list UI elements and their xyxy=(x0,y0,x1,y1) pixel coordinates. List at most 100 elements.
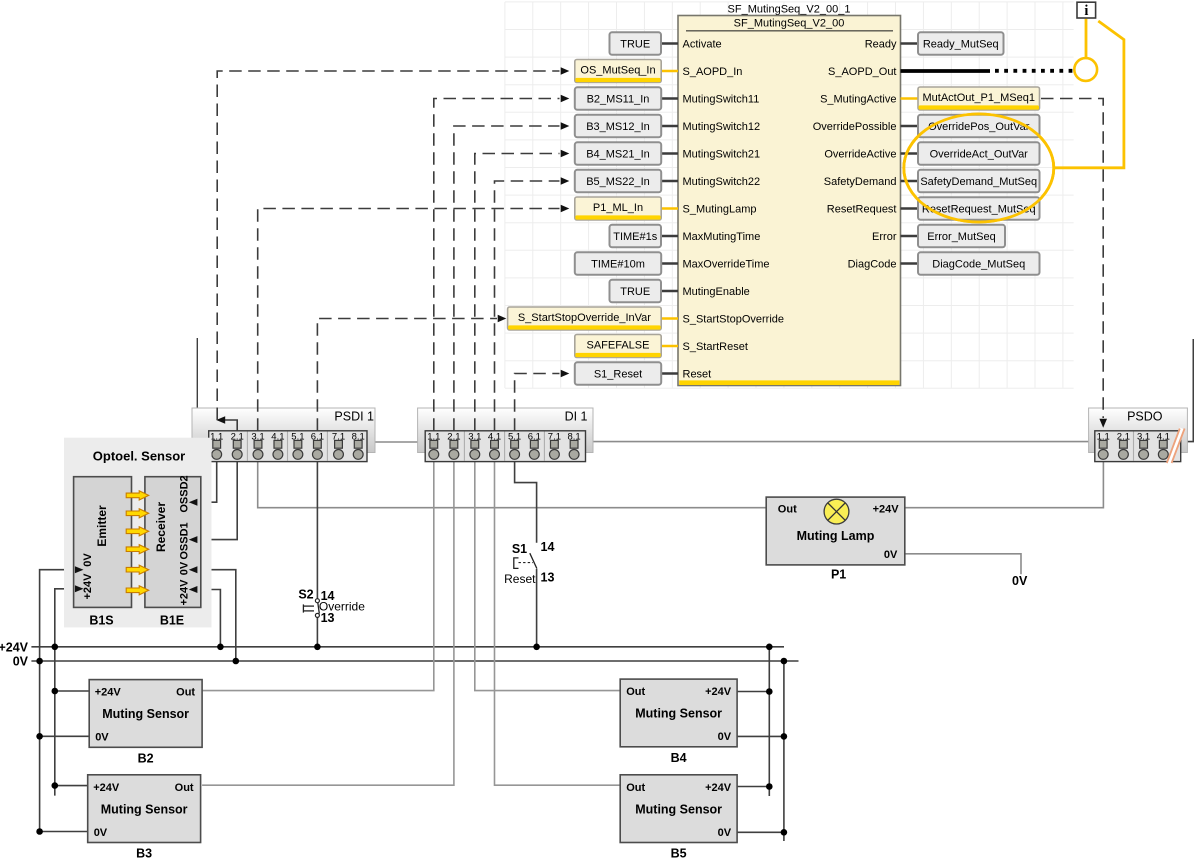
svg-text:2.1: 2.1 xyxy=(231,431,244,442)
svg-text:Emitter: Emitter xyxy=(95,505,109,547)
svg-text:B1E: B1E xyxy=(160,614,184,628)
svg-text:+24V: +24V xyxy=(873,503,900,515)
svg-text:14: 14 xyxy=(321,589,335,603)
svg-text:Out: Out xyxy=(626,782,645,794)
svg-text:Out: Out xyxy=(626,686,645,698)
svg-text:Out: Out xyxy=(778,503,797,515)
svg-text:14: 14 xyxy=(541,540,555,554)
svg-text:+24V: +24V xyxy=(82,573,94,600)
svg-text:S_MutingLamp: S_MutingLamp xyxy=(683,204,757,216)
svg-text:1.1: 1.1 xyxy=(210,431,223,442)
svg-text:+24V: +24V xyxy=(95,687,122,699)
svg-text:Muting Sensor: Muting Sensor xyxy=(635,707,722,721)
svg-text:5.1: 5.1 xyxy=(291,431,304,442)
svg-text:B3: B3 xyxy=(136,847,152,859)
svg-text:0V: 0V xyxy=(179,561,191,575)
svg-text:Activate: Activate xyxy=(683,39,722,51)
svg-text:Reset: Reset xyxy=(504,572,536,586)
svg-text:MaxOverrideTime: MaxOverrideTime xyxy=(683,259,770,271)
svg-text:0V: 0V xyxy=(718,731,732,743)
svg-text:2.1: 2.1 xyxy=(447,431,460,442)
svg-text:3.1: 3.1 xyxy=(251,431,264,442)
svg-text:7.1: 7.1 xyxy=(332,431,345,442)
svg-text:Receiver: Receiver xyxy=(154,502,168,552)
svg-text:TRUE: TRUE xyxy=(620,39,650,51)
svg-text:PSDI 1: PSDI 1 xyxy=(334,410,374,424)
svg-text:DI 1: DI 1 xyxy=(565,410,588,424)
svg-text:2.1: 2.1 xyxy=(1117,431,1130,442)
svg-text:B4: B4 xyxy=(671,751,687,765)
svg-text:13: 13 xyxy=(321,611,335,625)
svg-text:Muting Lamp: Muting Lamp xyxy=(797,529,875,543)
svg-text:3.1: 3.1 xyxy=(468,431,481,442)
svg-text:0V: 0V xyxy=(884,549,898,561)
svg-text:B5: B5 xyxy=(671,847,687,859)
svg-text:B2: B2 xyxy=(138,751,154,765)
svg-text:S1_Reset: S1_Reset xyxy=(594,369,642,381)
svg-text:SF_MutingSeq_V2_00: SF_MutingSeq_V2_00 xyxy=(734,18,845,30)
svg-text:6.1: 6.1 xyxy=(528,431,541,442)
svg-text:4.1: 4.1 xyxy=(1157,431,1170,442)
svg-text:3.1: 3.1 xyxy=(1137,431,1150,442)
svg-text:ResetRequest: ResetRequest xyxy=(827,204,897,216)
svg-text:MutActOut_P1_MSeq1: MutActOut_P1_MSeq1 xyxy=(922,92,1035,104)
svg-text:+24V: +24V xyxy=(179,579,191,606)
svg-text:S_StartReset: S_StartReset xyxy=(683,341,748,353)
svg-text:Ready: Ready xyxy=(865,39,897,51)
svg-text:OverrideActive: OverrideActive xyxy=(824,149,896,161)
svg-text:S1: S1 xyxy=(512,542,527,556)
svg-text:S_AOPD_Out: S_AOPD_Out xyxy=(828,66,896,78)
svg-text:0V: 0V xyxy=(718,827,732,839)
svg-text:Out: Out xyxy=(175,782,194,794)
svg-text:+24V: +24V xyxy=(705,686,732,698)
svg-text:8.1: 8.1 xyxy=(352,431,365,442)
svg-text:1.1: 1.1 xyxy=(1097,431,1110,442)
svg-text:TIME#10m: TIME#10m xyxy=(591,259,645,271)
svg-text:OSSD2: OSSD2 xyxy=(179,475,191,512)
svg-text:Reset: Reset xyxy=(683,369,712,381)
svg-text:0V: 0V xyxy=(13,655,29,669)
svg-text:B5_MS22_In: B5_MS22_In xyxy=(586,176,650,188)
svg-text:MaxMutingTime: MaxMutingTime xyxy=(683,231,761,243)
svg-text:MutingEnable: MutingEnable xyxy=(683,286,750,298)
svg-text:Muting Sensor: Muting Sensor xyxy=(635,802,722,816)
svg-text:DiagCode_MutSeq: DiagCode_MutSeq xyxy=(932,259,1025,271)
svg-text:Error_MutSeq: Error_MutSeq xyxy=(927,231,995,243)
svg-text:Override: Override xyxy=(319,599,365,613)
svg-text:0V: 0V xyxy=(95,732,109,744)
svg-text:0V: 0V xyxy=(94,827,108,839)
svg-text:Error: Error xyxy=(872,231,897,243)
svg-text:S_StartStopOverride: S_StartStopOverride xyxy=(683,314,785,326)
svg-text:SafetyDemand: SafetyDemand xyxy=(824,176,897,188)
svg-text:TRUE: TRUE xyxy=(620,286,650,298)
svg-text:OverridePos_OutVar: OverridePos_OutVar xyxy=(928,121,1030,133)
svg-text:Muting Sensor: Muting Sensor xyxy=(101,802,188,816)
svg-text:OverrideAct_OutVar: OverrideAct_OutVar xyxy=(930,149,1029,161)
svg-text:Ready_MutSeq: Ready_MutSeq xyxy=(923,39,999,51)
svg-text:4.1: 4.1 xyxy=(488,431,501,442)
svg-text:+24V: +24V xyxy=(93,782,120,794)
svg-text:Out: Out xyxy=(176,687,195,699)
svg-text:PSDO: PSDO xyxy=(1127,410,1163,424)
svg-text:0V: 0V xyxy=(1012,574,1028,588)
svg-text:i: i xyxy=(1084,3,1088,19)
svg-text:+24V: +24V xyxy=(0,640,29,654)
svg-text:4.1: 4.1 xyxy=(271,431,284,442)
svg-text:ResetRequest_MutSeq: ResetRequest_MutSeq xyxy=(922,204,1036,216)
svg-text:5.1: 5.1 xyxy=(508,431,521,442)
svg-text:SAFEFALSE: SAFEFALSE xyxy=(587,340,650,352)
svg-text:OverridePossible: OverridePossible xyxy=(813,121,897,133)
svg-text:8.1: 8.1 xyxy=(567,431,580,442)
svg-text:+24V: +24V xyxy=(705,782,732,794)
svg-text:P1_ML_In: P1_ML_In xyxy=(593,202,643,214)
svg-text:SafetyDemand_MutSeq: SafetyDemand_MutSeq xyxy=(920,176,1037,188)
svg-text:S_MutingActive: S_MutingActive xyxy=(820,94,896,106)
svg-text:TIME#1s: TIME#1s xyxy=(613,231,658,243)
svg-text:MutingSwitch21: MutingSwitch21 xyxy=(683,149,761,161)
svg-text:OS_MutSeq_In: OS_MutSeq_In xyxy=(580,65,655,77)
svg-text:OSSD1: OSSD1 xyxy=(179,522,191,559)
svg-text:DiagCode: DiagCode xyxy=(848,259,897,271)
svg-text:B1S: B1S xyxy=(89,614,113,628)
svg-text:S_StartStopOverride_InVar: S_StartStopOverride_InVar xyxy=(518,312,651,324)
svg-text:S_AOPD_In: S_AOPD_In xyxy=(683,66,743,78)
